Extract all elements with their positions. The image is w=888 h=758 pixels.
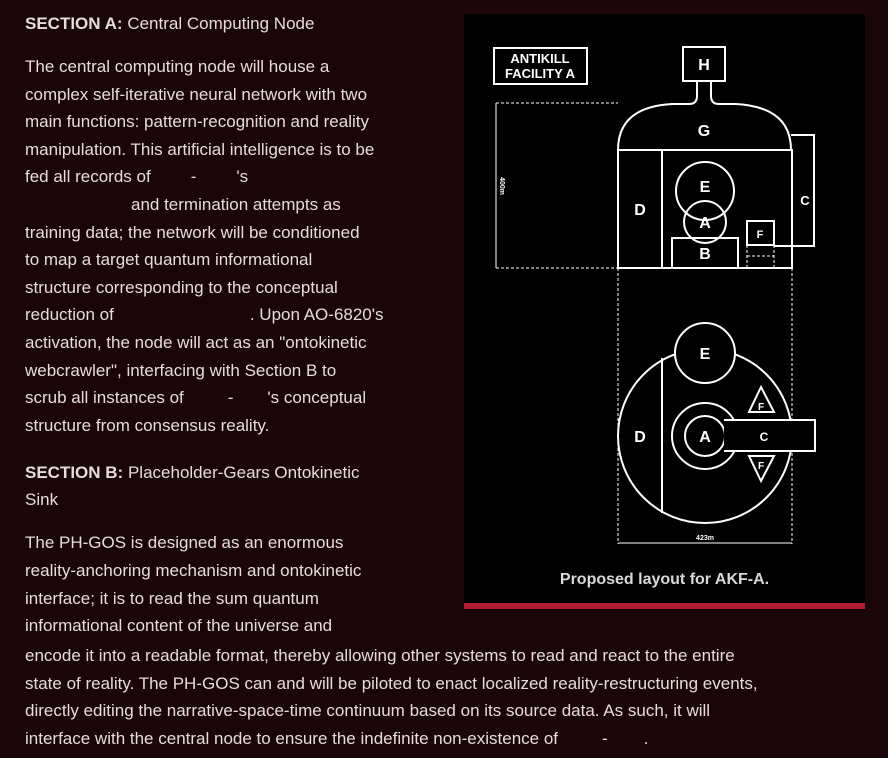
section-b-heading: SECTION B: Placeholder-Gears Ontokinetic… [25,459,435,513]
module-h [682,46,726,82]
facility-label-box [493,47,588,85]
module-g-dome [617,81,792,151]
label-c-plan: C [760,430,769,444]
dim-vertical-label: 400m [498,177,505,195]
section-a-title: Central Computing Node [127,14,315,33]
dim-horizontal-label: 423m [696,535,714,542]
text-line: structure corresponding to the conceptua… [25,277,338,297]
text-line: to map a target quantum informational [25,250,313,270]
text-line: complex self-iterative neural network wi… [25,84,368,104]
label-d-top: D [634,202,646,219]
text-line: The PH-GOS is designed as an enormous [25,533,344,553]
section-b-label: SECTION B: [25,463,124,483]
text-line: and termination attempts as [131,194,341,214]
text-line: main functions: pattern-recognition and … [25,112,369,132]
module-f-top [746,220,775,246]
text-line: interface with the central node to ensur… [25,728,559,748]
text-line: reality-anchoring mechanism and ontokine… [25,560,362,580]
text-line: directly editing the narrative-space-tim… [25,701,711,721]
text-line: The central computing node will house a [25,57,330,76]
text-dash: - [227,388,234,408]
label-f-plan-lower: F [758,461,764,472]
text-line: . Upon AO-6820's [249,305,384,325]
facility-label-line1: ANTIKILL [510,51,569,66]
label-e-top: E [700,179,711,196]
label-c-top: C [800,193,810,208]
text-line: 's [236,167,249,187]
section-b-wide-body: encode it into a readable format, thereb… [25,642,875,752]
text-line: scrub all instances of [25,388,184,408]
text-line: state of reality. The PH-GOS can and wil… [25,673,758,693]
sphere-a-top [683,200,727,244]
section-a-heading: SECTION A: Central Computing Node [25,10,435,37]
label-a-top: A [699,215,711,232]
figure-caption: Proposed layout for AKF-A. [559,571,770,588]
text-column: SECTION A: Central Computing Node The ce… [25,10,435,660]
module-b [671,237,739,269]
facility-layout-figure: ANTIKILL FACILITY A H G D E A B F C [464,14,865,609]
text-line: reduction of [25,305,114,325]
label-e-plan: E [700,346,711,363]
section-b-body: The PH-GOS is designed as an enormous re… [25,529,435,639]
text-line: webcrawler", interfacing with Section B … [25,360,337,380]
label-f-plan-upper: F [758,402,764,413]
label-a-plan: A [699,429,711,446]
section-a-body: The central computing node will house a … [25,53,435,439]
module-f-plan-upper [747,384,776,413]
section-a-label: SECTION A: [25,14,123,33]
text-line: encode it into a readable format, thereb… [25,646,735,665]
text-dash: - [602,728,608,748]
text-dash: - [190,167,197,187]
conduit-c [774,134,815,247]
section-b-title-cont: Sink [25,490,59,510]
label-b: B [699,246,711,263]
module-f-plan-lower [747,455,776,484]
sphere-e-plan [674,322,736,384]
text-line: manipulation. This artificial intelligen… [25,139,375,159]
label-f-top: F [757,229,764,241]
text-line: activation, the node will act as an "ont… [25,332,367,352]
layout-diagram: ANTIKILL FACILITY A H G D E A B F C [493,46,816,544]
text-line: interface; it is to read the sum quantum [25,588,319,608]
text-line: training data; the network will be condi… [25,222,360,242]
section-b-title: Placeholder-Gears Ontokinetic [127,463,360,483]
text-line: . [643,728,649,748]
sphere-e-top [675,161,735,221]
text-line: 's conceptual [267,388,367,408]
label-d-plan: D [634,429,646,446]
text-line: informational content of the universe an… [25,616,333,636]
facility-label-line2: FACILITY A [505,66,576,81]
label-g: G [698,123,710,140]
label-h: H [698,57,710,74]
text-line: fed all records of [25,167,151,187]
conduit-c-plan [724,419,816,452]
text-line: structure from consensus reality. [25,415,270,435]
